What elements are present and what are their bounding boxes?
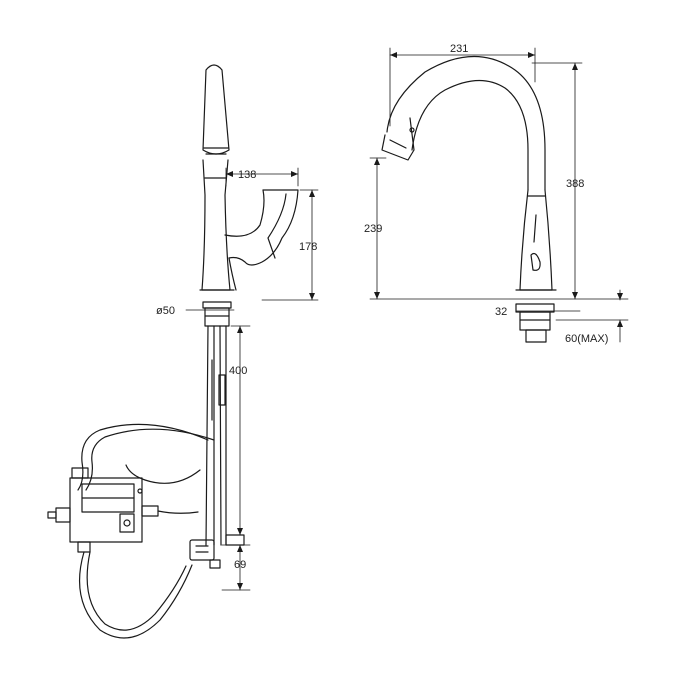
dimension-arrows bbox=[226, 52, 623, 590]
dim-total-height: 388 bbox=[566, 178, 584, 190]
dim-spout-reach: 231 bbox=[450, 43, 468, 55]
dim-handle-reach: 138 bbox=[238, 169, 256, 181]
dim-deck-thickness: 60(MAX) bbox=[565, 333, 608, 345]
dimension-lines bbox=[185, 47, 629, 591]
dim-bottom-offset: 69 bbox=[234, 559, 246, 571]
dim-base-shank: 32 bbox=[495, 306, 507, 318]
front-view-faucet bbox=[381, 55, 557, 343]
dim-base-diameter: ø50 bbox=[156, 305, 175, 317]
side-view-faucet-body bbox=[189, 64, 299, 569]
dim-handle-height: 178 bbox=[299, 241, 317, 253]
dim-spout-height: 239 bbox=[364, 223, 382, 235]
dim-hose-length: 400 bbox=[229, 365, 247, 377]
side-view-control-box bbox=[47, 423, 215, 639]
